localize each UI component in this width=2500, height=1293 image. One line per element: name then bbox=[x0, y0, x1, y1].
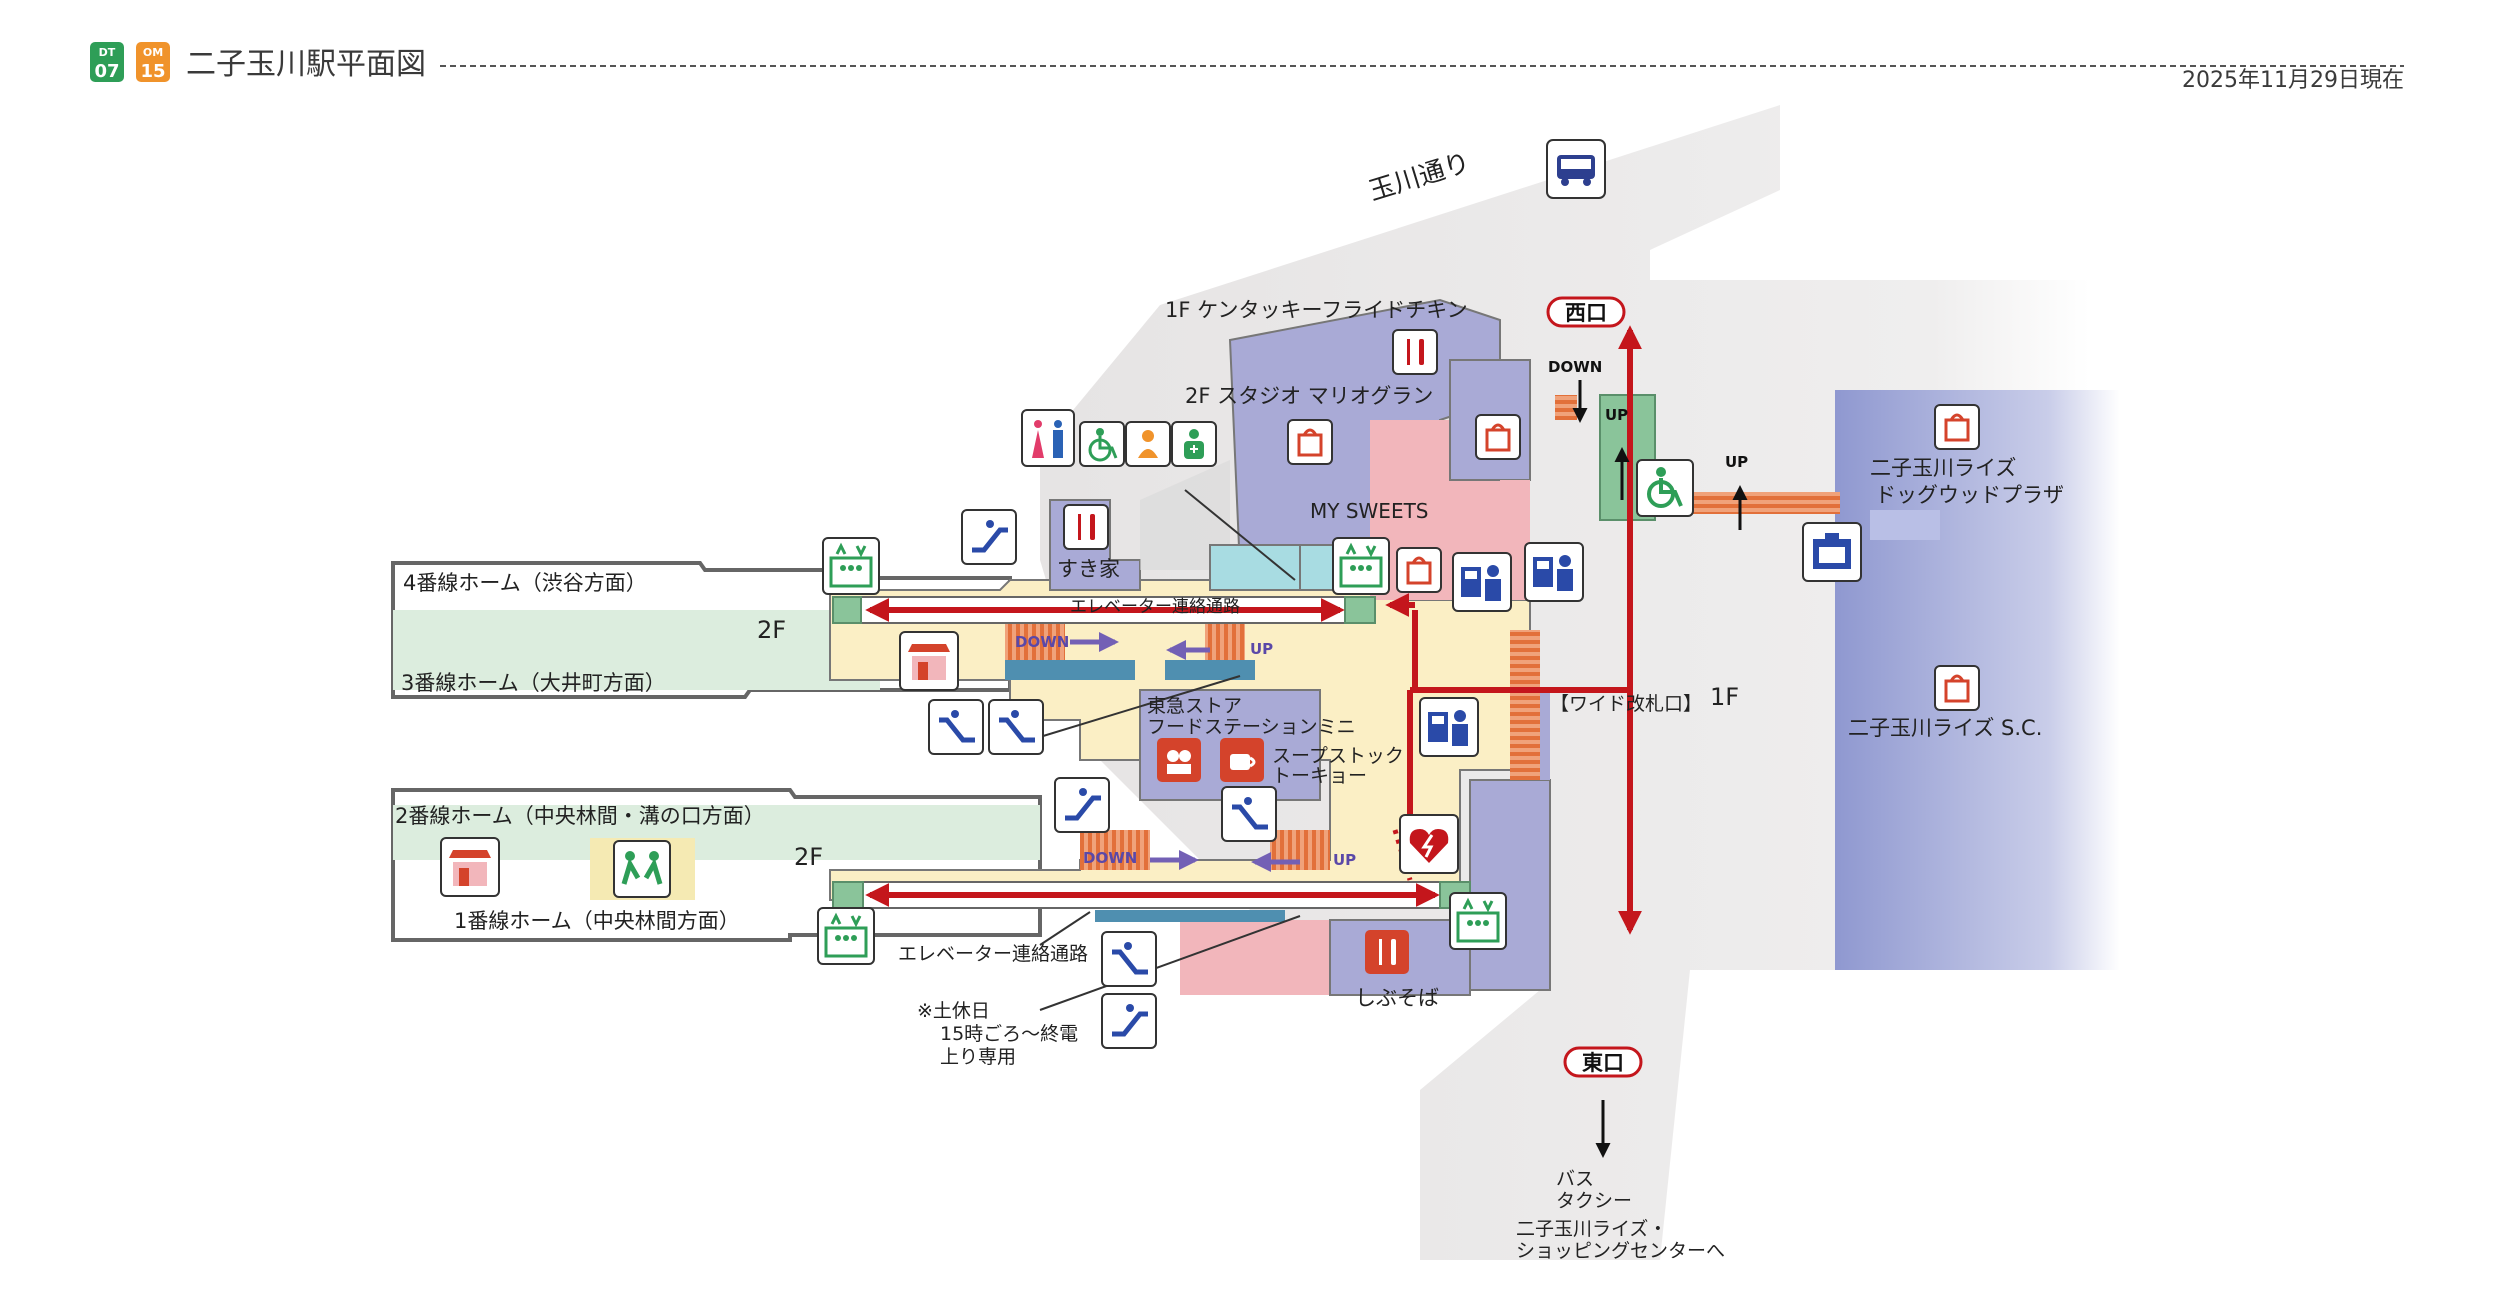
svg-text:東口: 東口 bbox=[1582, 1051, 1624, 1075]
shop-foodstation-label-1: 東急ストア bbox=[1147, 695, 1242, 717]
shop-soupstock-label-2: トーキョー bbox=[1272, 765, 1367, 787]
ticket-machine-icon[interactable] bbox=[1419, 697, 1479, 757]
as-of-date: 2025年11月29日現在 bbox=[2182, 68, 2404, 93]
dest-line-1: バス bbox=[1556, 1168, 1594, 1190]
restaurant-icon[interactable] bbox=[1392, 329, 1438, 375]
toilet-icon[interactable] bbox=[1021, 409, 1075, 467]
direction-arrows bbox=[1572, 380, 1748, 1158]
wheelchair-icon[interactable] bbox=[1636, 459, 1694, 517]
escalator-icon[interactable] bbox=[928, 699, 984, 755]
escalator-icon[interactable] bbox=[1221, 786, 1277, 842]
up-label-upper: UP bbox=[1250, 640, 1273, 658]
aed-icon[interactable] bbox=[1399, 814, 1459, 874]
shop-stall-icon[interactable] bbox=[440, 837, 500, 897]
baby-icon[interactable] bbox=[1125, 421, 1171, 467]
street-label: 玉川通り bbox=[1366, 148, 1474, 207]
cafe-icon[interactable] bbox=[1220, 738, 1264, 782]
page-title: 二子玉川駅平面図 bbox=[186, 47, 426, 82]
escalator-icon[interactable] bbox=[1054, 777, 1110, 833]
svg-text:DT: DT bbox=[99, 46, 116, 59]
shopping-icon[interactable] bbox=[1934, 404, 1980, 450]
elevator-icon[interactable] bbox=[817, 907, 875, 965]
restaurant-icon[interactable] bbox=[1365, 930, 1409, 974]
exit-east[interactable]: 東口 bbox=[1563, 1046, 1643, 1078]
floor-label-2f-lower: 2F bbox=[794, 843, 823, 871]
svg-text:西口: 西口 bbox=[1565, 301, 1607, 325]
svg-text:07: 07 bbox=[94, 61, 119, 82]
wide-gate-label: 【ワイド改札口】 bbox=[1550, 693, 1702, 715]
up-label-west: UP bbox=[1605, 406, 1628, 424]
down-label-west: DOWN bbox=[1548, 358, 1602, 376]
platform-3-label: 3番線ホーム（大井町方面） bbox=[401, 671, 666, 695]
wheelchair-icon[interactable] bbox=[1079, 421, 1125, 467]
note-line-1: ※土休日 bbox=[917, 1000, 990, 1022]
floor-label-1f: 1F bbox=[1710, 683, 1739, 711]
floor-label-2f-upper: 2F bbox=[757, 616, 786, 644]
shop-shibusoba-label: しぶそば bbox=[1355, 986, 1439, 1010]
escalator-icon[interactable] bbox=[961, 509, 1017, 565]
shopping-icon[interactable] bbox=[1157, 738, 1201, 782]
up-label-rise: UP bbox=[1725, 453, 1748, 471]
header: DT 07 OM 15 二子玉川駅平面図 2025年11月29日現在 bbox=[90, 42, 2404, 93]
shop-mysweets-label: MY SWEETS bbox=[1310, 499, 1429, 523]
svg-text:15: 15 bbox=[140, 61, 165, 82]
shopping-icon[interactable] bbox=[1287, 419, 1333, 465]
map-labels: 玉川通り 西口 東口 2F 2F 1F 4番線ホーム（渋谷方面） 3番線ホーム（… bbox=[395, 148, 2064, 1262]
note-line-3: 上り専用 bbox=[940, 1046, 1016, 1068]
rise-dogwood-label-1: 二子玉川ライズ bbox=[1870, 456, 2016, 480]
elevator-icon[interactable] bbox=[1449, 892, 1507, 950]
ticket-machine-icon[interactable] bbox=[1524, 542, 1584, 602]
restaurant-icon[interactable] bbox=[1063, 504, 1109, 550]
locker-icon[interactable] bbox=[1802, 522, 1862, 582]
platform-1-label: 1番線ホーム（中央林間方面） bbox=[454, 909, 740, 933]
elevator-icon[interactable] bbox=[1332, 537, 1390, 595]
accessible-routes bbox=[865, 325, 1642, 935]
escalator-icon[interactable] bbox=[988, 699, 1044, 755]
up-label-lower: UP bbox=[1333, 851, 1356, 869]
note-line-2: 15時ごろ～終電 bbox=[940, 1023, 1078, 1045]
svg-text:OM: OM bbox=[143, 46, 163, 59]
platform-4-label: 4番線ホーム（渋谷方面） bbox=[403, 571, 647, 595]
icons bbox=[440, 139, 1980, 1049]
elevator-link-lower-label: エレベーター連絡通路 bbox=[898, 943, 1088, 965]
shop-sukiya-label: すき家 bbox=[1057, 557, 1120, 581]
dest-line-4: ショッピングセンターへ bbox=[1516, 1240, 1725, 1262]
escalator-icon[interactable] bbox=[1101, 993, 1157, 1049]
elevator-icon[interactable] bbox=[822, 537, 880, 595]
platform-2-label: 2番線ホーム（中央林間・溝の口方面） bbox=[395, 804, 765, 828]
dest-line-2: タクシー bbox=[1556, 1190, 1632, 1212]
shopping-icon[interactable] bbox=[1396, 547, 1442, 593]
ostomate-icon[interactable] bbox=[1171, 421, 1217, 467]
line-badge-om: OM 15 bbox=[136, 42, 170, 82]
shopping-icon[interactable] bbox=[1475, 414, 1521, 460]
down-label-upper: DOWN bbox=[1015, 633, 1069, 651]
shop-kfc-label: 1F ケンタッキーフライドチキン bbox=[1165, 298, 1468, 322]
bus-icon[interactable] bbox=[1546, 139, 1606, 199]
elevator-link-upper-label: エレベーター連絡通路 bbox=[1070, 597, 1240, 617]
shop-soupstock-label-1: スープストック bbox=[1272, 745, 1404, 767]
line-badge-dt: DT 07 bbox=[90, 42, 124, 82]
rise-dogwood-label-2: ドッグウッドプラザ bbox=[1875, 483, 2064, 507]
ticket-machine-icon[interactable] bbox=[1452, 552, 1512, 612]
shopping-icon[interactable] bbox=[1934, 665, 1980, 711]
dest-line-3: 二子玉川ライズ・ bbox=[1516, 1218, 1667, 1240]
rise-sc-label: 二子玉川ライズ S.C. bbox=[1848, 716, 2042, 740]
down-label-lower: DOWN bbox=[1083, 849, 1137, 867]
exit-west[interactable]: 西口 bbox=[1546, 296, 1626, 328]
escalator-icon[interactable] bbox=[1101, 931, 1157, 987]
waiting-room-icon[interactable] bbox=[590, 838, 695, 900]
shop-stall-icon[interactable] bbox=[899, 631, 959, 691]
shop-foodstation-label-2: フードステーションミニ bbox=[1147, 716, 1356, 738]
shop-mario-label: 2F スタジオ マリオグラン bbox=[1185, 384, 1433, 408]
escalator-arrows bbox=[1070, 632, 1300, 872]
